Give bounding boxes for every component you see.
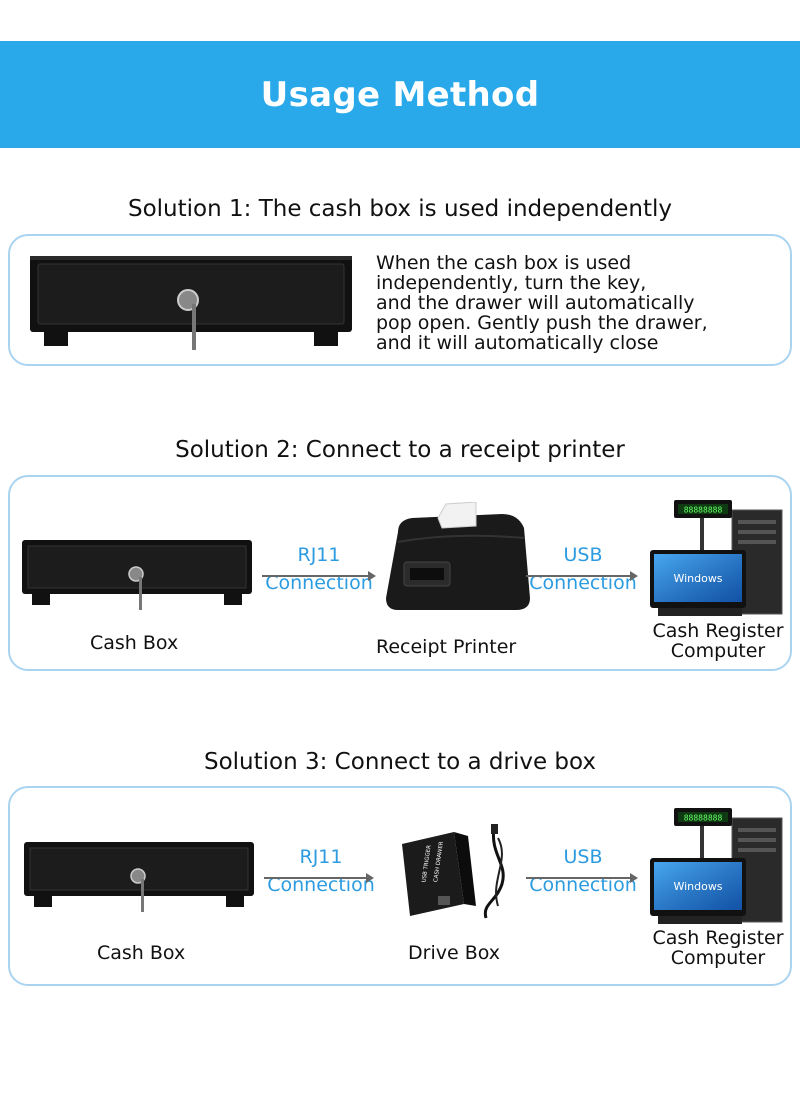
usb-connection-label: USB Connection	[529, 846, 637, 896]
cash-register-computer-label: Cash Register Computer	[652, 927, 784, 969]
cash-drawer-image	[30, 256, 352, 350]
svg-text:88888888: 88888888	[684, 506, 723, 515]
usb-cable	[483, 827, 505, 919]
drive-box-label: Drive Box	[408, 942, 501, 964]
receipt-printer-image	[386, 502, 530, 610]
cash-box-image	[22, 540, 252, 610]
page-title: Usage Method	[260, 74, 540, 115]
cash-register-computer-image: 88888888 Windows	[650, 808, 783, 924]
svg-text:88888888: 88888888	[684, 814, 723, 823]
solution-1-description: When the cash box is used independently,…	[376, 252, 708, 354]
drive-box-image: USB TRIGGER CASH DRAWER	[402, 824, 505, 919]
arrow-icon	[264, 873, 374, 883]
cash-register-computer-image: 88888888 Windows	[650, 500, 783, 616]
rj11-connection-label: RJ11 Connection	[265, 544, 373, 594]
svg-text:USB TRIGGER: USB TRIGGER	[421, 845, 432, 883]
cash-box-label: Cash Box	[90, 632, 179, 654]
cash-box-image	[24, 842, 254, 912]
arrow-icon	[262, 571, 376, 581]
solution-3-title: Solution 3: Connect to a drive box	[203, 749, 596, 775]
solution-2-title: Solution 2: Connect to a receipt printer	[175, 437, 625, 463]
cash-box-label: Cash Box	[97, 942, 186, 964]
solution-1-title: Solution 1: The cash box is used indepen…	[128, 196, 672, 222]
usb-connection-label: USB Connection	[529, 544, 637, 594]
windows-logo-text: Windows	[673, 572, 722, 585]
cash-register-computer-label: Cash Register Computer	[652, 620, 784, 662]
arrow-icon	[526, 873, 638, 883]
rj11-connection-label: RJ11 Connection	[267, 846, 375, 896]
header-banner: Usage Method	[0, 41, 800, 148]
receipt-printer-label: Receipt Printer	[376, 636, 517, 658]
arrow-icon	[526, 571, 638, 581]
windows-logo-text: Windows	[673, 880, 722, 893]
svg-text:CASH DRAWER: CASH DRAWER	[433, 841, 445, 883]
